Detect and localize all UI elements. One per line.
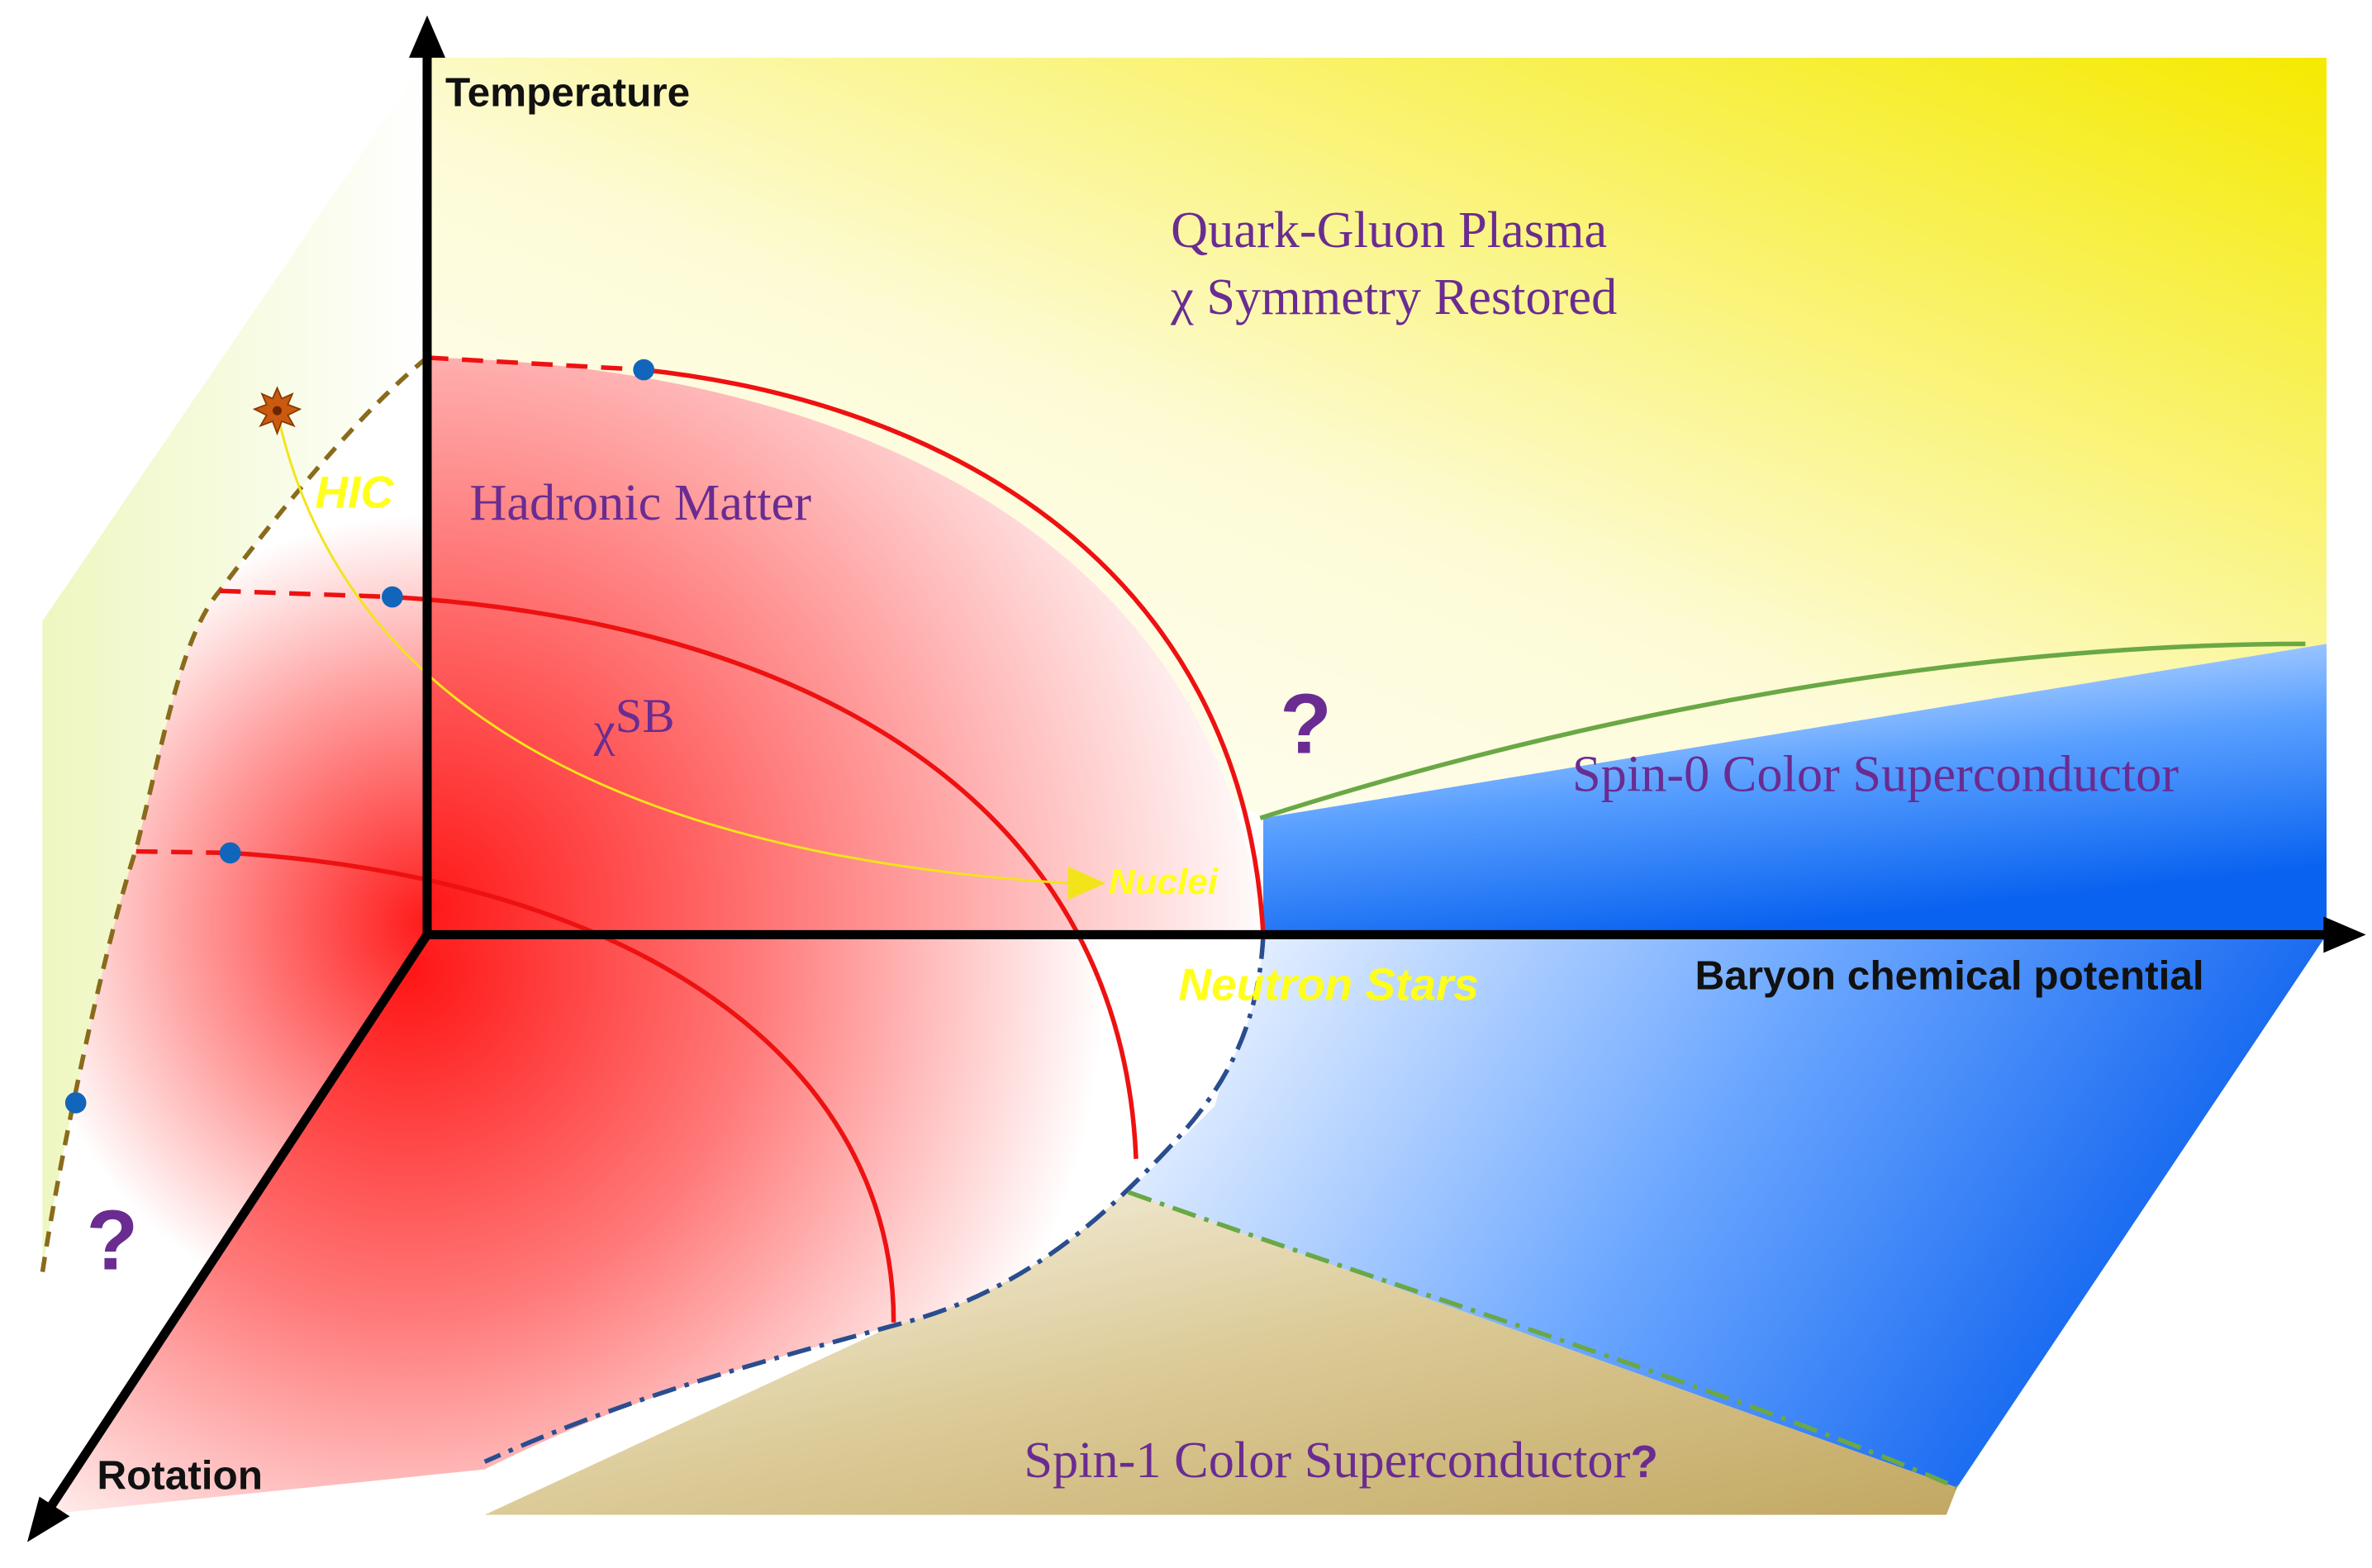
rotation-axis-arrowhead xyxy=(27,1496,70,1542)
hic-arrowhead xyxy=(1067,866,1106,900)
spin0-boundary-line xyxy=(1259,641,2306,820)
spin0-region-floor xyxy=(1128,934,2327,1488)
chisb-chi: χ xyxy=(593,702,616,756)
qgp-region xyxy=(427,57,2327,819)
phase-line-outer xyxy=(643,367,1266,935)
phase-line-outer-dashed xyxy=(426,355,644,373)
side-critical-line xyxy=(40,355,429,1273)
hadronic-label: Hadronic Matter xyxy=(469,474,811,531)
baryon-axis-arrowhead xyxy=(2323,916,2366,953)
temperature-axis-arrowhead xyxy=(409,15,445,58)
phase-line-inner xyxy=(230,850,896,1323)
question-mark-left: ? xyxy=(87,1193,139,1288)
spin1-boundary-line xyxy=(1127,1190,1958,1490)
spin1-region xyxy=(484,1192,1957,1515)
temperature-axis-label: Temperature xyxy=(445,70,690,116)
side-plane xyxy=(42,57,427,1273)
hadronic-region-side xyxy=(42,357,427,1515)
question-mark-mid: ? xyxy=(1280,676,1332,771)
qgp-label-line2: χ Symmetry Restored xyxy=(1170,268,1617,325)
critical-point-3 xyxy=(219,842,241,864)
hadronic-region-back xyxy=(427,357,1263,935)
spin0-region-back xyxy=(1263,644,2327,935)
nuclei-label: Nuclei xyxy=(1109,862,1219,902)
qgp-label-line1: Quark-Gluon Plasma xyxy=(1171,202,1607,259)
phase-line-mid-dashed xyxy=(219,588,392,600)
hic-trajectory xyxy=(276,411,1068,885)
critical-point-2 xyxy=(382,586,403,608)
floor-boundary-line xyxy=(483,934,1266,1464)
baryon-axis-label: Baryon chemical potential xyxy=(1695,953,2204,998)
chisb-label: χSB xyxy=(593,689,675,757)
phase-line-inner-dashed xyxy=(135,848,231,856)
rotation-axis-label: Rotation xyxy=(97,1452,263,1498)
critical-point-4 xyxy=(64,1092,87,1114)
critical-point-1 xyxy=(633,359,654,381)
rotation-axis xyxy=(47,932,431,1509)
hadronic-region-floor xyxy=(42,934,1263,1515)
spin1-label: Spin-1 Color Superconductor? xyxy=(1024,1432,1658,1489)
chisb-sb: SB xyxy=(616,689,675,743)
phase-line-mid xyxy=(392,594,1138,1159)
hic-label: HIC xyxy=(315,466,394,517)
spin1-label-question: ? xyxy=(1630,1436,1658,1487)
neutron-stars-label: Neutron Stars xyxy=(1178,958,1479,1010)
collision-burst-core xyxy=(273,406,282,416)
spin0-label: Spin-0 Color Superconductor xyxy=(1572,745,2179,802)
spin1-label-text: Spin-1 Color Superconductor xyxy=(1024,1432,1630,1489)
